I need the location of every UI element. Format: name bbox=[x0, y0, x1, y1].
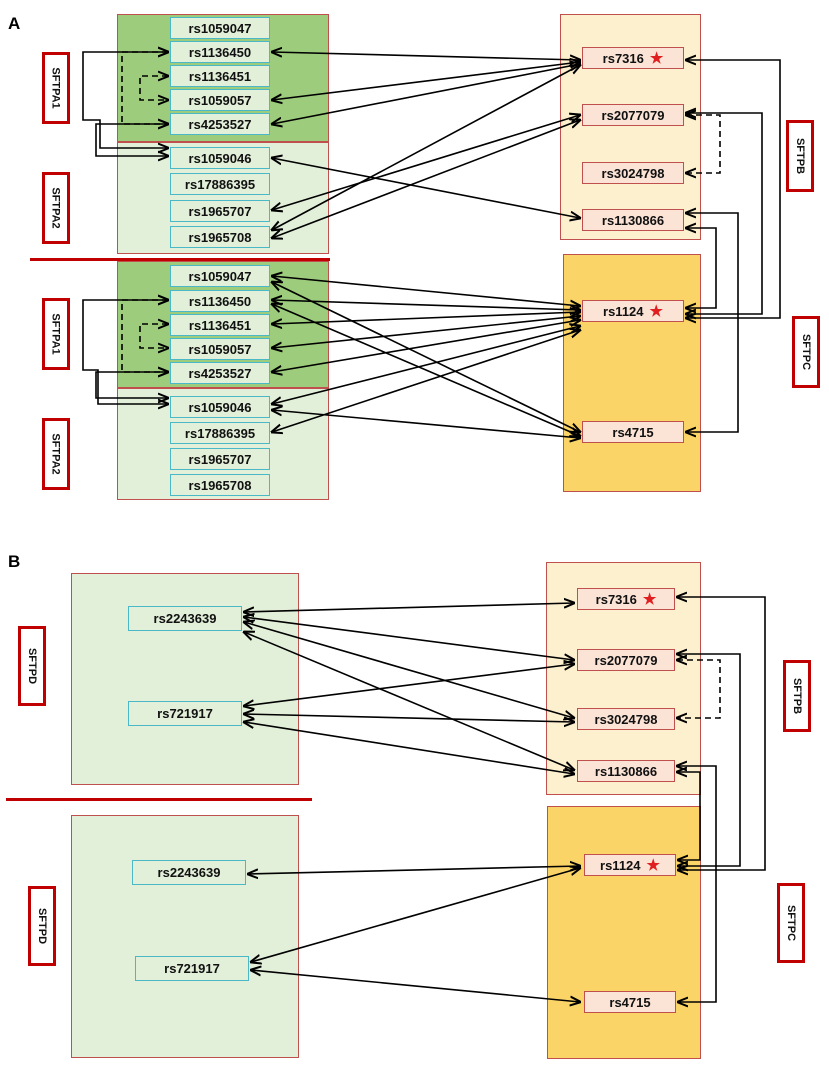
arrow-a-rs2077079-rs3024798 bbox=[686, 115, 721, 173]
gene-label-sftpd-top: SFTPD bbox=[18, 626, 46, 706]
snp-b-sftpb-rs3024798: rs3024798 bbox=[577, 708, 675, 730]
arrow-b-rs2243639-rs1130866 bbox=[244, 632, 574, 770]
arrow-a-rs1059046-rs1130866 bbox=[272, 158, 580, 218]
arrow-a-rs2077079-rs1124 bbox=[686, 113, 763, 314]
snp-a-top-rs1136451: rs1136451 bbox=[170, 65, 270, 87]
snp-a-bottom-rs1059046: rs1059046 bbox=[170, 396, 270, 418]
arrow-b-rs2077079-rs1124 bbox=[677, 654, 741, 866]
snp-b-sftpc-rs4715: rs4715 bbox=[584, 991, 676, 1013]
arrow-a-rs1130866-rs1124 bbox=[686, 228, 717, 308]
snp-a-top-rs1965708: rs1965708 bbox=[170, 226, 270, 248]
arrow-b-rs721917-rs2077079 bbox=[244, 664, 574, 706]
arrow-b-rs1130866-rs1124 bbox=[677, 772, 701, 860]
arrow-b-rs2243639-rs7316 bbox=[244, 603, 574, 612]
arrow-a-b-rs1059057-rs1124 bbox=[272, 316, 580, 348]
snp-a-bottom-rs1965707: rs1965707 bbox=[170, 448, 270, 470]
snp-a-sftpc-rs1124: rs1124★ bbox=[582, 300, 684, 322]
snp-b-sftpb-rs1130866: rs1130866 bbox=[577, 760, 675, 782]
gene-label-sftpb-a: SFTPB bbox=[786, 120, 814, 192]
arrow-b-rs721917-rs1130866 bbox=[244, 722, 574, 774]
sftpc-region-a bbox=[563, 254, 701, 492]
snp-a-sftpb-rs7316: rs7316★ bbox=[582, 47, 684, 69]
snp-a-top-rs1059047: rs1059047 bbox=[170, 17, 270, 39]
gene-label-sftpa2-top: SFTPA2 bbox=[42, 172, 70, 244]
gene-label-sftpc-a: SFTPC bbox=[792, 316, 820, 388]
snp-a-top-rs1965707: rs1965707 bbox=[170, 200, 270, 222]
snp-a-sftpb-rs1130866: rs1130866 bbox=[582, 209, 684, 231]
arrow-a-rs1136450-rs1059046 bbox=[82, 52, 168, 148]
snp-a-sftpb-rs3024798: rs3024798 bbox=[582, 162, 684, 184]
gene-label-sftpa1-bottom: SFTPA1 bbox=[42, 298, 70, 370]
arrow-a-b-rs1059046-rs4715 bbox=[272, 410, 580, 438]
arrow-a-rs7316-rs1124 bbox=[686, 60, 781, 318]
arrow-a-b-rs4253527-rs1059046 bbox=[95, 372, 168, 398]
arrow-a-rs1136450-rs7316 bbox=[272, 52, 580, 60]
arrow-a-dashed-inner bbox=[139, 76, 168, 100]
arrow-a-b-rs1136450-rs1059046 bbox=[82, 300, 168, 404]
snp-a-sftpb-rs2077079: rs2077079 bbox=[582, 104, 684, 126]
snp-a-top-rs1136450: rs1136450 bbox=[170, 41, 270, 63]
arrow-b-rs2243639-rs1124 bbox=[248, 866, 580, 874]
snp-b-sftpc-rs1124: rs1124★ bbox=[584, 854, 676, 876]
snp-a-bottom-rs1136451: rs1136451 bbox=[170, 314, 270, 336]
arrow-a-rs4253527-rs1059046 bbox=[95, 124, 168, 156]
star-icon: ★ bbox=[649, 303, 663, 320]
arrow-b-rs1130866-rs4715 bbox=[677, 766, 717, 1002]
arrow-a-b-dashed-outer bbox=[121, 300, 168, 372]
snp-a-top-rs4253527: rs4253527 bbox=[170, 113, 270, 135]
arrow-b-rs721917-rs4715 bbox=[251, 970, 580, 1002]
snp-b-bottom-rs721917: rs721917 bbox=[135, 956, 249, 981]
snp-b-sftpb-rs2077079: rs2077079 bbox=[577, 649, 675, 671]
divider-b bbox=[6, 798, 312, 801]
panel-a-label: A bbox=[8, 14, 21, 33]
arrow-a-rs1965707-rs2077079 bbox=[272, 115, 580, 210]
snp-a-top-rs1059046: rs1059046 bbox=[170, 147, 270, 169]
arrow-b-rs721917-rs3024798 bbox=[244, 714, 574, 722]
snp-a-bottom-rs1059047: rs1059047 bbox=[170, 265, 270, 287]
snp-b-bottom-rs2243639: rs2243639 bbox=[132, 860, 246, 885]
star-icon: ★ bbox=[642, 591, 657, 608]
snp-a-bottom-rs4253527: rs4253527 bbox=[170, 362, 270, 384]
gene-label-sftpa1-top: SFTPA1 bbox=[42, 52, 70, 124]
gene-label-sftpb-b: SFTPB bbox=[783, 660, 811, 732]
arrow-b-rs721917-rs1124 bbox=[251, 868, 580, 962]
arrow-a-rs1965708-rs2077079 bbox=[272, 120, 580, 238]
gene-label-sftpc-b: SFTPC bbox=[777, 883, 805, 963]
arrow-b-rs2077079-rs3024798 bbox=[677, 660, 721, 718]
gene-label-sftpd-bottom: SFTPD bbox=[28, 886, 56, 966]
snp-a-bottom-rs17886395: rs17886395 bbox=[170, 422, 270, 444]
arrow-a-dashed-outer bbox=[121, 52, 168, 124]
snp-a-sftpc-rs4715: rs4715 bbox=[582, 421, 684, 443]
arrow-a-b-dashed-inner bbox=[139, 324, 168, 348]
arrow-a-b-rs1136451-rs1124 bbox=[272, 312, 580, 324]
star-icon: ★ bbox=[649, 50, 664, 67]
arrow-a-b-rs17886395-rs1124 bbox=[272, 330, 580, 432]
divider-a bbox=[30, 258, 330, 261]
star-icon: ★ bbox=[646, 857, 660, 874]
panel-b-label: B bbox=[8, 552, 21, 571]
gene-label-sftpa2-bottom: SFTPA2 bbox=[42, 418, 70, 490]
snp-b-sftpb-rs7316: rs7316★ bbox=[577, 588, 675, 610]
snp-b-top-rs2243639: rs2243639 bbox=[128, 606, 242, 631]
snp-a-bottom-rs1965708: rs1965708 bbox=[170, 474, 270, 496]
arrow-a-rs1130866-rs4715 bbox=[686, 213, 739, 432]
arrow-a-rs1965708-rs7316 bbox=[272, 65, 580, 230]
arrow-b-rs7316-rs1124 bbox=[677, 597, 766, 870]
snp-b-top-rs721917: rs721917 bbox=[128, 701, 242, 726]
